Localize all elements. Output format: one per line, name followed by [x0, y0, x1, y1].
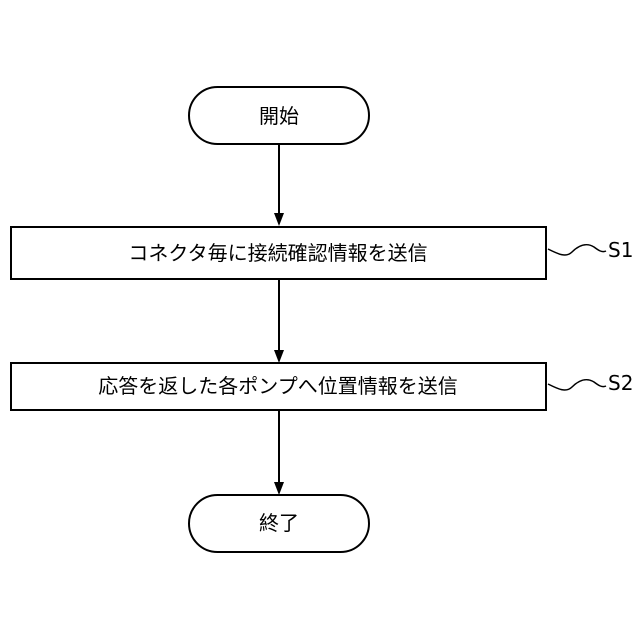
process-step-s1: コネクタ毎に接続確認情報を送信 S1 — [11, 227, 633, 279]
leader-line-s1 — [548, 245, 606, 255]
leader-line-s2 — [548, 380, 606, 390]
arrow-start-to-s1 — [274, 144, 284, 226]
arrow-s2-to-end — [274, 410, 284, 495]
process-label-s2: 応答を返した各ポンプへ位置情報を送信 — [98, 374, 457, 398]
step-label-s2: S2 — [608, 371, 633, 395]
process-label-s1: コネクタ毎に接続確認情報を送信 — [128, 241, 427, 265]
process-step-s2: 応答を返した各ポンプへ位置情報を送信 S2 — [11, 363, 633, 410]
end-label: 終了 — [259, 511, 299, 535]
step-label-s1: S1 — [608, 238, 633, 262]
end-terminator: 終了 — [189, 495, 369, 552]
start-terminator: 開始 — [189, 87, 369, 144]
arrow-s1-to-s2 — [274, 279, 284, 363]
start-label: 開始 — [259, 104, 299, 128]
